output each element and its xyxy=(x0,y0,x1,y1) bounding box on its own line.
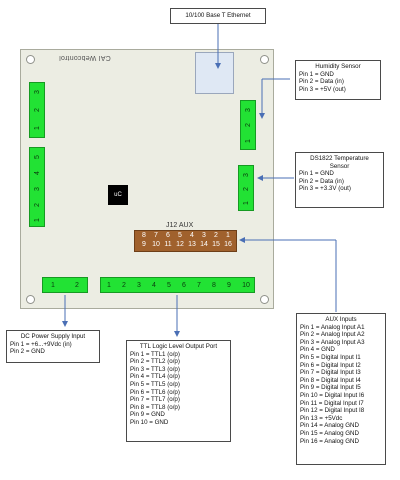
aux-header: 8 7 6 5 4 3 2 1 9 10 11 12 13 14 15 16 xyxy=(134,230,237,252)
aux-pin-label: 5 xyxy=(178,232,182,239)
left-mid-connector: 5 4 3 2 1 xyxy=(29,147,45,227)
ttl-line: Pin 8 = TTL8 (o/p) xyxy=(130,403,180,411)
ttl-line: Pin 6 = TTL6 (o/p) xyxy=(130,388,180,396)
aux-line: Pin 16 = Analog GND xyxy=(300,437,359,445)
ttl-line: Pin 9 = GND xyxy=(130,411,165,419)
pin-label: 10 xyxy=(242,282,250,289)
aux-line: Pin 9 = Digital Input I5 xyxy=(300,384,361,392)
aux-title: AUX Inputs xyxy=(325,316,357,323)
aux-line: Pin 15 = Analog GND xyxy=(300,429,359,437)
aux-line: Pin 3 = Analog Input A3 xyxy=(300,338,365,346)
left-top-connector: 3 2 1 xyxy=(29,82,45,138)
aux-line: Pin 11 = Digital Input I7 xyxy=(300,399,364,407)
mounting-hole-bottom-right xyxy=(260,295,269,304)
power-line: Pin 1 = +6...+9Vdc (in) xyxy=(10,340,72,348)
aux-pin-label: 8 xyxy=(142,232,146,239)
aux-pin-label: 15 xyxy=(212,241,220,248)
aux-pin-label: 11 xyxy=(164,241,172,248)
ttl-line: Pin 2 = TTL2 (o/p) xyxy=(130,358,180,366)
temperature-connector: 3 2 1 xyxy=(238,165,254,211)
pin-label: 2 xyxy=(122,282,126,289)
aux-pin-label: 2 xyxy=(214,232,218,239)
power-connector: 1 2 xyxy=(42,277,88,293)
temperature-sensor-box: DS1822 Temperature Sensor Pin 1 = GND Pi… xyxy=(295,152,384,208)
aux-line: Pin 8 = Digital Input I4 xyxy=(300,376,361,384)
ttl-line: Pin 7 = TTL7 (o/p) xyxy=(130,396,180,404)
aux-line: Pin 4 = GND xyxy=(300,346,335,354)
aux-pin-label: 14 xyxy=(200,241,208,248)
aux-pin-label: 3 xyxy=(202,232,206,239)
temperature-line: Pin 2 = Data (in) xyxy=(299,177,344,185)
aux-header-label: J12 AUX xyxy=(166,222,194,229)
ttl-line: Pin 5 = TTL5 (o/p) xyxy=(130,380,180,388)
aux-pin-label: 7 xyxy=(154,232,158,239)
humidity-connector: 3 2 1 xyxy=(240,100,256,150)
ttl-line: Pin 3 = TTL3 (o/p) xyxy=(130,365,180,373)
pin-label: 8 xyxy=(212,282,216,289)
temperature-title: Sensor xyxy=(329,162,350,170)
mounting-hole-top-left xyxy=(26,55,35,64)
ttl-title: TTL Logic Level Output Port xyxy=(139,343,218,350)
humidity-line: Pin 1 = GND xyxy=(299,70,334,78)
aux-line: Pin 5 = Digital Input I1 xyxy=(300,353,361,361)
ethernet-jack xyxy=(195,52,234,94)
pin-label: 3 xyxy=(137,282,141,289)
humidity-line: Pin 3 = +5V (out) xyxy=(299,85,346,93)
pin-label: 9 xyxy=(227,282,231,289)
ttl-line: Pin 4 = TTL4 (o/p) xyxy=(130,373,180,381)
power-title: DC Power Supply Input xyxy=(20,333,86,340)
aux-inputs-box: AUX Inputs Pin 1 = Analog Input A1 Pin 2… xyxy=(296,313,386,465)
temperature-title: DS1822 Temperature xyxy=(310,155,369,162)
pin-label: 1 xyxy=(107,282,111,289)
ttl-connector: 1 2 3 4 5 6 7 8 9 10 xyxy=(100,277,255,293)
aux-pin-label: 16 xyxy=(224,241,232,248)
mounting-hole-top-right xyxy=(260,55,269,64)
humidity-line: Pin 2 = Data (in) xyxy=(299,78,344,86)
aux-pin-label: 10 xyxy=(152,241,160,248)
aux-pin-label: 4 xyxy=(190,232,194,239)
mounting-hole-bottom-left xyxy=(26,295,35,304)
ethernet-label-box: 10/100 Base T Ethernet xyxy=(170,8,266,24)
aux-pin-label: 12 xyxy=(176,241,184,248)
pin-label: 6 xyxy=(182,282,186,289)
ethernet-label: 10/100 Base T Ethernet xyxy=(185,12,251,19)
aux-line: Pin 1 = Analog Input A1 xyxy=(300,323,365,331)
pin-label: 5 xyxy=(167,282,171,289)
temperature-line: Pin 1 = GND xyxy=(299,170,334,178)
power-supply-box: DC Power Supply Input Pin 1 = +6...+9Vdc… xyxy=(6,330,100,363)
aux-line: Pin 12 = Digital Input I8 xyxy=(300,407,365,415)
aux-line: Pin 6 = Digital Input I2 xyxy=(300,361,361,369)
ttl-output-box: TTL Logic Level Output Port Pin 1 = TTL1… xyxy=(126,340,231,442)
pin-label: 7 xyxy=(197,282,201,289)
aux-line: Pin 2 = Analog Input A2 xyxy=(300,331,365,339)
aux-pin-label: 1 xyxy=(226,232,230,239)
aux-pin-label: 9 xyxy=(142,241,146,248)
aux-line: Pin 7 = Digital Input I3 xyxy=(300,369,361,377)
aux-line: Pin 13 = +5Vdc xyxy=(300,414,343,422)
humidity-sensor-box: Humidity Sensor Pin 1 = GND Pin 2 = Data… xyxy=(295,60,381,100)
humidity-title: Humidity Sensor xyxy=(315,63,361,70)
ttl-line: Pin 10 = GND xyxy=(130,418,169,426)
aux-pin-label: 13 xyxy=(188,241,196,248)
pin-label: 1 xyxy=(51,282,55,289)
aux-pin-label: 6 xyxy=(166,232,170,239)
aux-line: Pin 14 = Analog GND xyxy=(300,422,359,430)
ttl-line: Pin 1 = TTL1 (o/p) xyxy=(130,350,180,358)
temperature-line: Pin 3 = +3.3V (out) xyxy=(299,185,351,193)
microcontroller-chip: uC xyxy=(108,185,128,205)
aux-line: Pin 10 = Digital Input I6 xyxy=(300,391,365,399)
power-line: Pin 2 = GND xyxy=(10,348,45,356)
pin-label: 2 xyxy=(75,282,79,289)
pin-label: 4 xyxy=(152,282,156,289)
